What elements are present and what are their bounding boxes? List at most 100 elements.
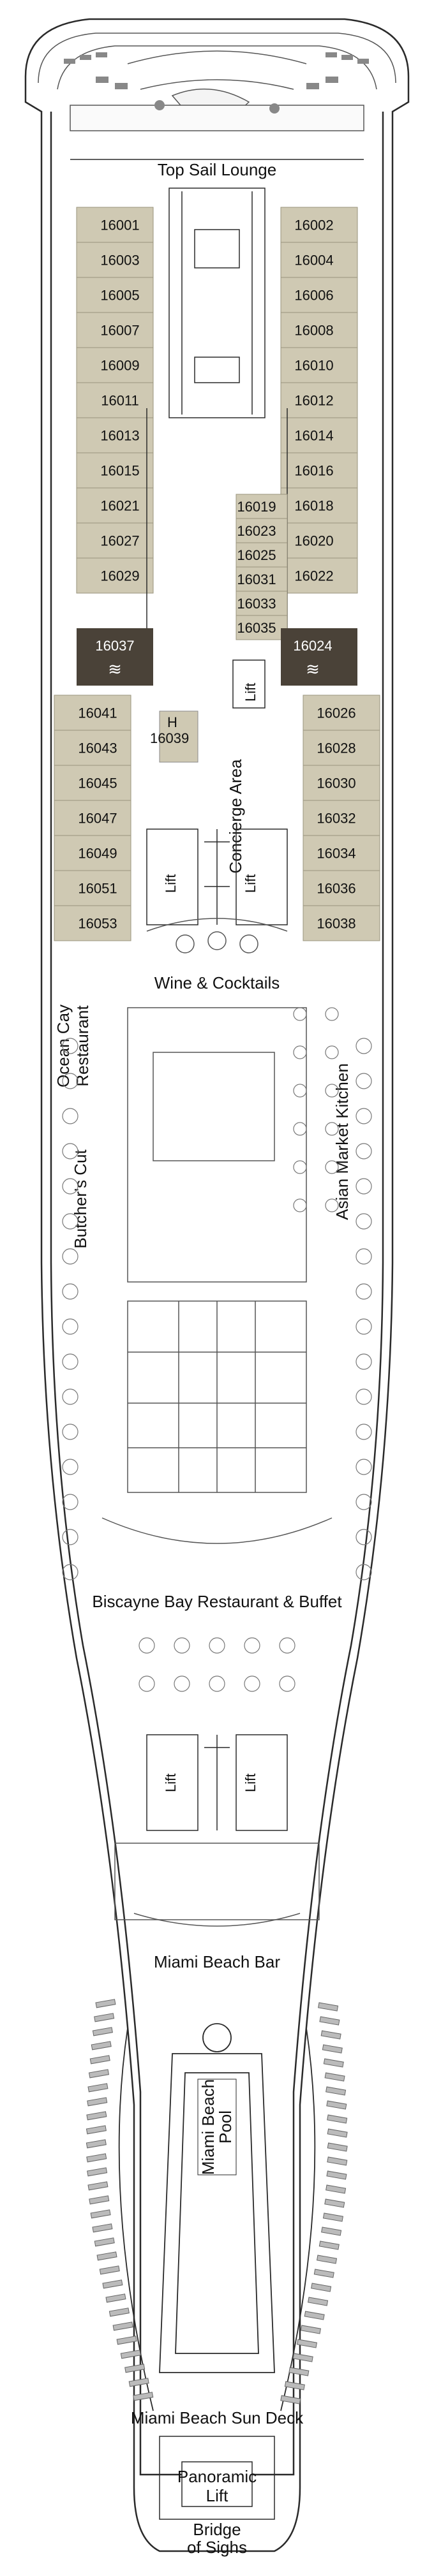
cabin (76, 277, 154, 313)
sun-lounger (326, 2100, 347, 2110)
dining-table (293, 1198, 307, 1212)
dining-table (62, 1388, 79, 1405)
miami-beach-bar (114, 1843, 320, 1927)
cabin-number: 16004 (294, 253, 333, 269)
cabin-number: 16039 (150, 730, 189, 746)
sun-lounger (318, 2241, 340, 2250)
cabin-16039: H 16039 (150, 710, 198, 763)
bow-deck (38, 33, 396, 131)
sun-lounger (86, 2153, 107, 2163)
cabin-number: 16020 (294, 533, 333, 549)
sun-lounger (304, 2311, 325, 2320)
cabin-number: 16033 (237, 596, 276, 612)
dining-table (355, 1494, 372, 1510)
dining-table (293, 1160, 307, 1174)
cabin-number: 16022 (294, 568, 333, 584)
sun-lounger (99, 2265, 120, 2275)
dining-table (355, 1318, 372, 1335)
dining-table (355, 1108, 372, 1124)
sun-lounger (90, 2209, 111, 2219)
cabin-number: 16007 (100, 323, 139, 339)
cabin (303, 905, 380, 941)
sun-lounger (326, 2170, 347, 2180)
dining-table (138, 1637, 155, 1654)
dining-table (293, 1045, 307, 1059)
cabin-number: 16023 (237, 523, 276, 539)
lift-label: Lift (163, 874, 179, 893)
dining-table (325, 1160, 339, 1174)
pool-label-1: Miami Beach (198, 2079, 218, 2175)
dining-table (244, 1637, 260, 1654)
cabin-column-right-forward: 1600216004160061600816010160121601416016… (280, 207, 358, 594)
cabin (76, 312, 154, 348)
sun-lounger (102, 2279, 123, 2289)
cabin (236, 518, 288, 543)
dining-table (62, 1318, 79, 1335)
panoramic-label: Panoramic (177, 2467, 257, 2486)
cabin (76, 417, 154, 453)
dining-table (325, 1198, 339, 1212)
cabin (76, 382, 154, 418)
dining-table (293, 1122, 307, 1136)
dining-table (62, 1073, 79, 1089)
dining-table (325, 1007, 339, 1021)
cabin-number: 16011 (101, 393, 139, 409)
sun-lounger (96, 2251, 117, 2261)
dining-table (62, 1038, 79, 1054)
dining-table (62, 1108, 79, 1124)
sun-lounger (316, 2255, 338, 2264)
biscayne-bay-label: Biscayne Bay Restaurant & Buffet (92, 1592, 342, 1611)
cabin (303, 870, 380, 906)
lift-label: Lift (163, 1774, 179, 1792)
ocean-cay-label: Ocean Cay (54, 1005, 73, 1087)
dining-tables (62, 1007, 372, 1692)
dining-table (62, 1213, 79, 1230)
dining-table (279, 1675, 296, 1692)
dining-table (62, 1248, 79, 1265)
cabin (54, 730, 131, 766)
sun-lounger (86, 2139, 107, 2149)
ocean-cay-restaurant-label: Restaurant (73, 1005, 92, 1087)
cabin-number: 16010 (294, 358, 333, 374)
cabin-number: 16006 (294, 288, 333, 304)
dining-table (279, 1637, 296, 1654)
sun-lounger (296, 2339, 318, 2348)
dining-table (62, 1424, 79, 1440)
sun-lounger (319, 2016, 340, 2026)
panoramic-lift-label: Lift (206, 2486, 228, 2505)
dining-table (355, 1213, 372, 1230)
cabin-number: 16019 (237, 499, 276, 515)
cabin-number: 16043 (78, 740, 117, 756)
dining-table (244, 1675, 260, 1692)
cabin (236, 566, 288, 592)
cabin-number: 16025 (237, 547, 276, 563)
sun-lounger (327, 2156, 348, 2166)
pool-label-2: Pool (216, 2110, 235, 2144)
sun-lounger (94, 2237, 115, 2247)
sun-lounger (326, 2184, 347, 2194)
sun-lounger (313, 2269, 334, 2278)
lift-label: Lift (243, 1774, 258, 1792)
galley-area (101, 1007, 333, 1544)
sun-lounger (311, 2283, 332, 2292)
dining-table (174, 1637, 190, 1654)
pool-sign: Miami Beach Pool (197, 2079, 237, 2175)
cabin-number: 16053 (78, 916, 117, 932)
cabin (54, 870, 131, 906)
cabin (303, 800, 380, 836)
sun-lounger (92, 2223, 113, 2233)
cabin (303, 730, 380, 766)
sun-lounger (308, 2297, 329, 2306)
dining-table (325, 1045, 339, 1059)
cabin-number: 16012 (294, 393, 333, 409)
dining-table (355, 1283, 372, 1300)
cabin (76, 487, 154, 524)
dining-table (62, 1283, 79, 1300)
dining-table (355, 1424, 372, 1440)
sun-lounger (133, 2392, 154, 2401)
cabin-number: 16002 (294, 217, 333, 233)
cabin-number: 16003 (100, 253, 139, 269)
sun-lounger (94, 2013, 115, 2022)
wine-cocktails-label: Wine & Cocktails (154, 973, 280, 992)
cabin-number: 16035 (237, 620, 276, 636)
